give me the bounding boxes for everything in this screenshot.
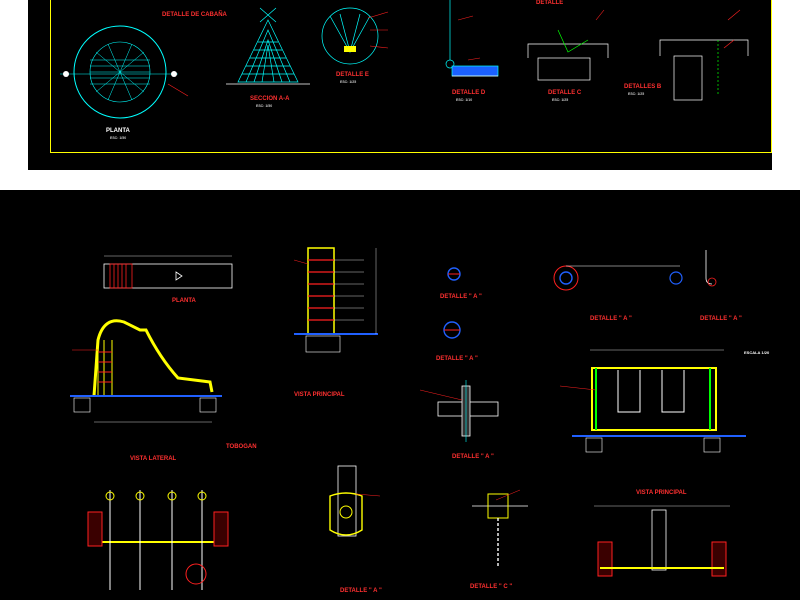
lower-title-vista-principal-2: VISTA PRINCIPAL [636,490,687,496]
upper-title-detalle-cabana: DETALLE DE CABAÑA [162,12,227,18]
lower-drawing [70,247,746,590]
lower-title-detalle-c: DETALLE " C " [470,584,513,590]
slide-side-view-drawing [70,319,222,423]
bottom-swing-plan-drawing [87,490,229,590]
upper-drawing-sheet: DETALLE DE CABAÑA PLANTA ESC: 1/50 SECCI… [28,0,772,170]
upper-scale-seccion: ESC: 1/50 [256,104,273,108]
detalle-c-bottom-drawing [472,493,528,568]
detalle-a-hook-drawing [437,380,499,442]
lower-title-detalle-a6: DETALLE " A " [340,588,382,594]
upper-sheet-frame [50,0,772,153]
upper-drawing [60,0,749,119]
lower-title-detalle-a2: DETALLE " A " [590,316,632,322]
detalle-e-drawing [321,7,379,65]
lower-title-vista-principal-1: VISTA PRINCIPAL [294,392,345,398]
upper-title-planta: PLANTA [106,128,130,134]
upper-scale-detalle-b: ESC: 1/25 [628,92,645,96]
planta-circle-drawing [60,25,178,119]
lower-title-detalle-a4: DETALLE " A " [436,356,478,362]
lower-title-detalle-a5: DETALLE " A " [452,454,494,460]
planta-slide-drawing [103,255,233,289]
detalle-a-bottom-drawing [329,465,363,537]
lower-right-note: ESCALA 1/20 [744,350,770,355]
upper-title-detalle-top: DETALLE [536,0,564,6]
upper-scale-detalle-c: ESC: 1/25 [552,98,569,102]
upper-title-detalle-e: DETALLE E [336,72,369,78]
upper-title-seccion: SECCION A-A [250,96,290,102]
lower-title-vista-lateral: VISTA LATERAL [130,456,177,462]
lower-title-detalle-a1: DETALLE " A " [440,294,482,300]
lower-title-detalle-a3: DETALLE " A " [700,316,742,322]
lower-drawing-sheet: PLANTA VISTA LATERAL TOBOGAN VISTA PRINC… [0,190,800,600]
upper-title-detalle-c: DETALLE C [548,90,582,96]
upper-scale-detalle-d: ESC: 1/10 [456,98,473,102]
vista-principal-bottom-drawing [594,505,730,577]
upper-title-detalle-b: DETALLES B [624,84,662,90]
upper-title-detalle-d: DETALLE D [452,90,486,96]
detalle-d-drawing [445,0,499,77]
upper-scale-planta: ESC: 1/50 [110,136,127,140]
seccion-teepee-drawing [226,7,310,85]
detalle-b-drawing [659,39,749,101]
detalle-c-drawing [527,29,609,81]
swing-set-drawing [572,349,746,453]
lower-title-planta: PLANTA [172,298,196,304]
ladder-front-view-drawing [294,247,378,353]
detalle-a-circles-drawing [443,250,717,339]
lower-title-tobogan: TOBOGAN [226,444,257,450]
upper-scale-detalle-e: ESC: 1/25 [340,80,357,84]
